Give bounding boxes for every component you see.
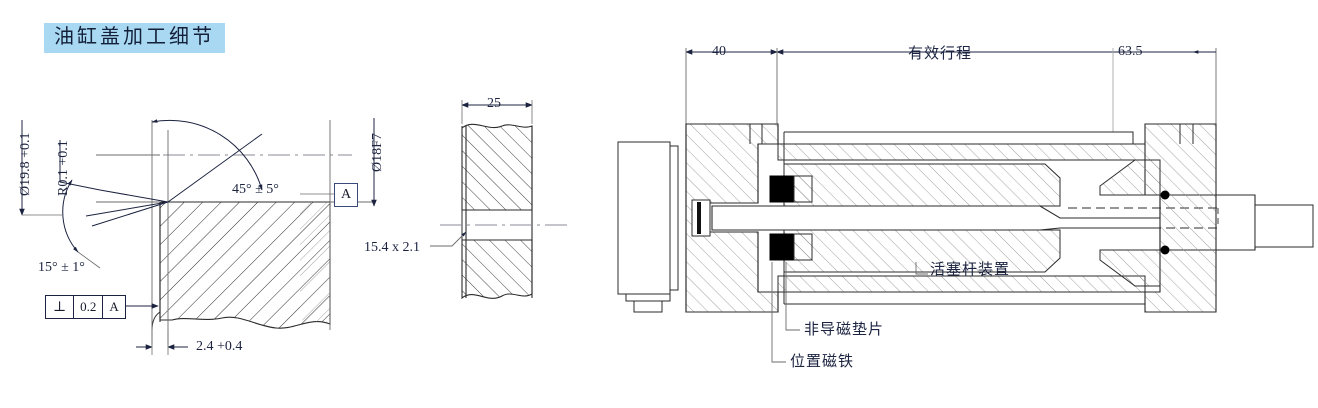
fcf-tolerance: 0.2	[74, 296, 104, 318]
dim-depth-2-4	[136, 330, 188, 355]
dim-label-width-25: 25	[487, 96, 501, 111]
perpendicularity-icon: ⊥	[46, 296, 75, 318]
cylinder-barrel	[777, 143, 1146, 293]
feature-control-frame: ⊥ 0.2 A	[45, 295, 126, 319]
non-magnetic-spacer-lower	[793, 233, 813, 261]
dim-angle-15	[62, 179, 169, 269]
dim-label-angle-15: 15° ± 1°	[38, 260, 85, 275]
dim-label-groove-15-4: 15.4 x 2.1	[364, 240, 420, 255]
piston-tube	[783, 131, 1145, 305]
dim-angle-45	[151, 119, 263, 203]
non-magnetic-spacer-upper	[793, 175, 813, 203]
position-magnet-lower	[769, 233, 795, 261]
callout-piston-rod-assembly: 活塞杆装置	[930, 262, 1011, 278]
dim-bore-19-8	[19, 120, 62, 216]
dim-label-head-40: 40	[712, 44, 726, 59]
position-magnet-upper	[769, 175, 795, 203]
dim-label-rod-63-5: 63.5	[1118, 44, 1143, 59]
page-title: 油缸盖加工细节	[44, 23, 225, 53]
bushing-section	[430, 123, 568, 300]
rod-tip-block	[1254, 204, 1314, 248]
sensor-housing	[617, 141, 679, 313]
fcf-datum: A	[109, 299, 119, 314]
dim-label-depth-2-4: 2.4 +0.4	[196, 339, 243, 354]
callout-non-magnetic-spacer: 非导磁垫片	[804, 322, 885, 338]
datum-reference-a: A	[334, 183, 358, 207]
dim-radius-r01	[59, 140, 169, 203]
dim-width-25	[461, 100, 533, 124]
dim-label-effective-stroke: 有效行程	[908, 46, 973, 62]
left-detail-section-body	[151, 196, 331, 331]
dim-label-angle-45: 45° ± 5°	[232, 182, 279, 197]
rod-end-gland	[1099, 123, 1217, 313]
assembly-dimension-chain	[685, 48, 1217, 132]
callout-leaders	[771, 262, 928, 363]
callout-position-magnet: 位置磁铁	[790, 354, 855, 370]
piston-rod	[711, 194, 1256, 251]
